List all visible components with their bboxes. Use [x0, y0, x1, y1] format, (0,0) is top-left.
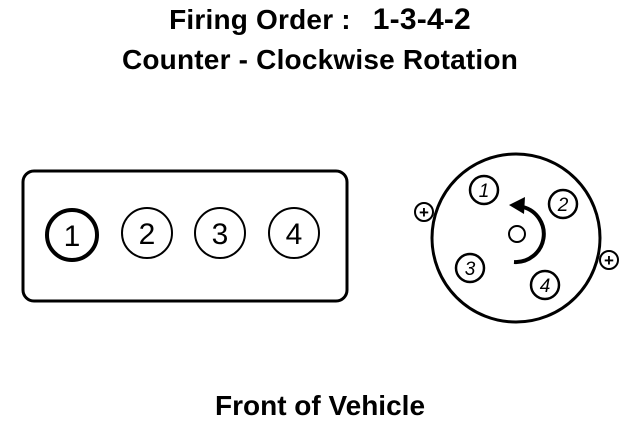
terminal-2-label: 2 — [557, 195, 569, 216]
rotation-arrowhead-icon — [509, 197, 525, 214]
plus-right-circle — [599, 250, 619, 270]
terminal-1-label: 1 — [479, 181, 490, 202]
plus-left-circle — [414, 202, 434, 222]
cylinder-4-label: 4 — [286, 218, 303, 251]
rotation-subtitle: Counter - Clockwise Rotation — [121, 44, 519, 75]
cylinder-3: 3 — [194, 207, 246, 259]
engine-block-outline — [21, 169, 349, 303]
distributor-center — [508, 225, 526, 243]
terminal-4-label: 4 — [540, 276, 551, 297]
firing-order-value: 1-3-4-2 — [372, 3, 471, 36]
terminal-4-circle — [529, 269, 561, 301]
distributor-terminal-1: 1 — [468, 174, 500, 206]
cylinder-1-circle — [45, 208, 99, 262]
plus-terminal-left: + — [414, 202, 434, 222]
firing-order-label: Firing Order : — [169, 4, 351, 35]
cylinder-4: 4 — [268, 207, 320, 259]
terminal-3-circle — [454, 252, 486, 284]
terminal-1-circle — [468, 174, 500, 206]
terminal-3-label: 3 — [465, 259, 476, 280]
cylinder-2-circle — [121, 207, 173, 259]
cylinder-1: 1 — [45, 208, 99, 262]
cylinder-3-label: 3 — [212, 218, 229, 251]
cylinder-2: 2 — [121, 207, 173, 259]
distributor-outline — [430, 152, 602, 324]
engine-block: 1 2 3 4 — [21, 169, 349, 303]
plus-right-icon: + — [604, 251, 614, 270]
distributor-terminal-2: 2 — [547, 188, 579, 220]
cylinder-2-label: 2 — [139, 218, 156, 251]
distributor-terminal-4: 4 — [529, 269, 561, 301]
firing-order-heading: Firing Order : 1-3-4-2 — [0, 4, 640, 36]
front-of-vehicle-label: Front of Vehicle — [214, 390, 426, 421]
terminal-2-circle — [547, 188, 579, 220]
distributor-cap: 1 2 3 4 + + — [414, 152, 619, 324]
cylinder-1-label: 1 — [64, 220, 81, 253]
plus-terminal-right: + — [599, 250, 619, 270]
cylinder-3-circle — [194, 207, 246, 259]
plus-left-icon: + — [419, 203, 429, 222]
distributor-terminal-3: 3 — [454, 252, 486, 284]
cylinder-4-circle — [268, 207, 320, 259]
rotation-arrow — [513, 205, 546, 265]
